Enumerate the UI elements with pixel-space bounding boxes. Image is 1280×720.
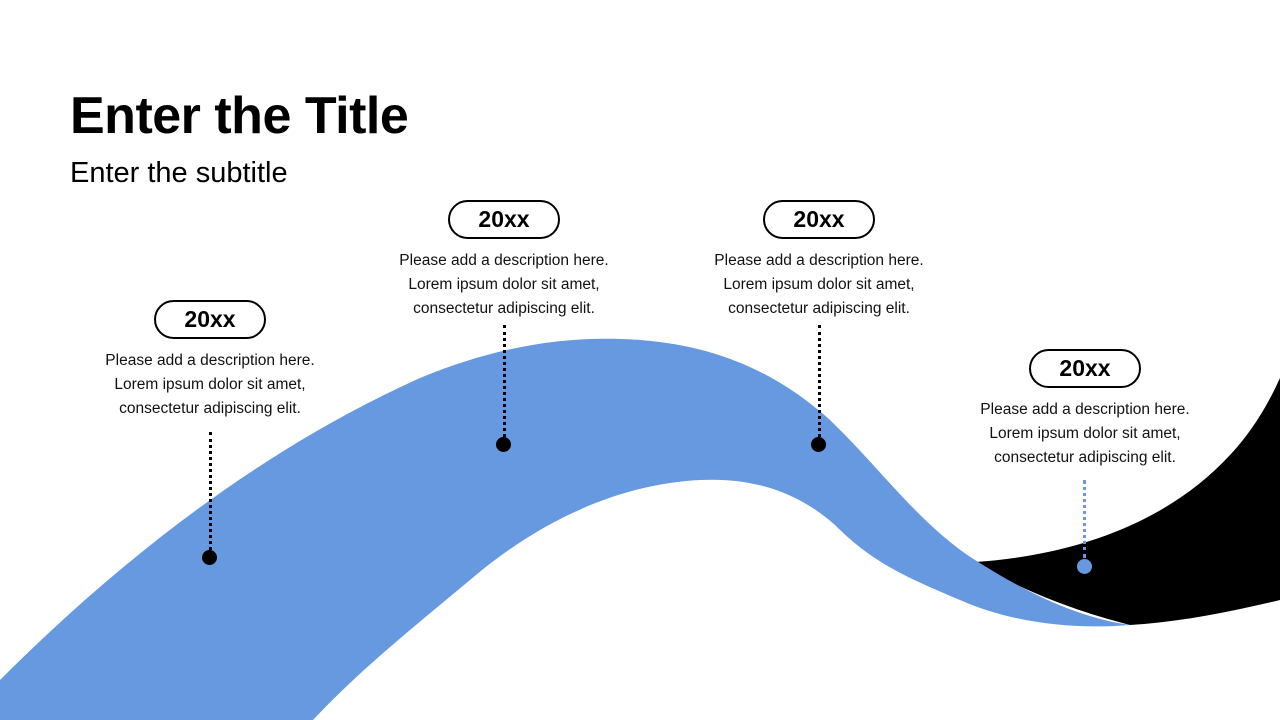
timeline-marker-dot <box>811 437 826 452</box>
year-badge: 20xx <box>763 200 875 239</box>
description-line: Lorem ipsum dolor sit amet, <box>114 376 306 393</box>
description-line: Lorem ipsum dolor sit amet, <box>408 276 600 293</box>
milestone-2: 20xx Please add a description here. Lore… <box>374 200 634 321</box>
milestone-description: Please add a description here. Lorem ips… <box>80 349 340 421</box>
slide-title: Enter the Title <box>70 87 409 145</box>
year-badge: 20xx <box>448 200 560 239</box>
milestone-3: 20xx Please add a description here. Lore… <box>689 200 949 321</box>
milestone-description: Please add a description here. Lorem ips… <box>955 398 1215 470</box>
dotted-connector <box>209 432 212 550</box>
description-line: Lorem ipsum dolor sit amet, <box>723 276 915 293</box>
dotted-connector <box>1083 480 1086 558</box>
year-badge: 20xx <box>1029 349 1141 388</box>
description-line: consectetur adipiscing elit. <box>994 449 1176 466</box>
blue-wave-shape <box>0 338 1130 720</box>
milestone-4: 20xx Please add a description here. Lore… <box>955 349 1215 470</box>
description-line: Please add a description here. <box>980 401 1190 418</box>
milestone-1: 20xx Please add a description here. Lore… <box>80 300 340 421</box>
black-wave-shape <box>975 378 1280 625</box>
milestone-description: Please add a description here. Lorem ips… <box>689 249 949 321</box>
year-badge: 20xx <box>154 300 266 339</box>
dotted-connector <box>818 325 821 437</box>
slide-subtitle: Enter the subtitle <box>70 157 288 189</box>
description-line: consectetur adipiscing elit. <box>413 300 595 317</box>
description-line: Please add a description here. <box>399 252 609 269</box>
timeline-marker-dot <box>1077 559 1092 574</box>
description-line: consectetur adipiscing elit. <box>728 300 910 317</box>
description-line: Please add a description here. <box>714 252 924 269</box>
dotted-connector <box>503 325 506 437</box>
description-line: consectetur adipiscing elit. <box>119 400 301 417</box>
timeline-marker-dot <box>202 550 217 565</box>
description-line: Please add a description here. <box>105 352 315 369</box>
description-line: Lorem ipsum dolor sit amet, <box>989 425 1181 442</box>
timeline-marker-dot <box>496 437 511 452</box>
milestone-description: Please add a description here. Lorem ips… <box>374 249 634 321</box>
